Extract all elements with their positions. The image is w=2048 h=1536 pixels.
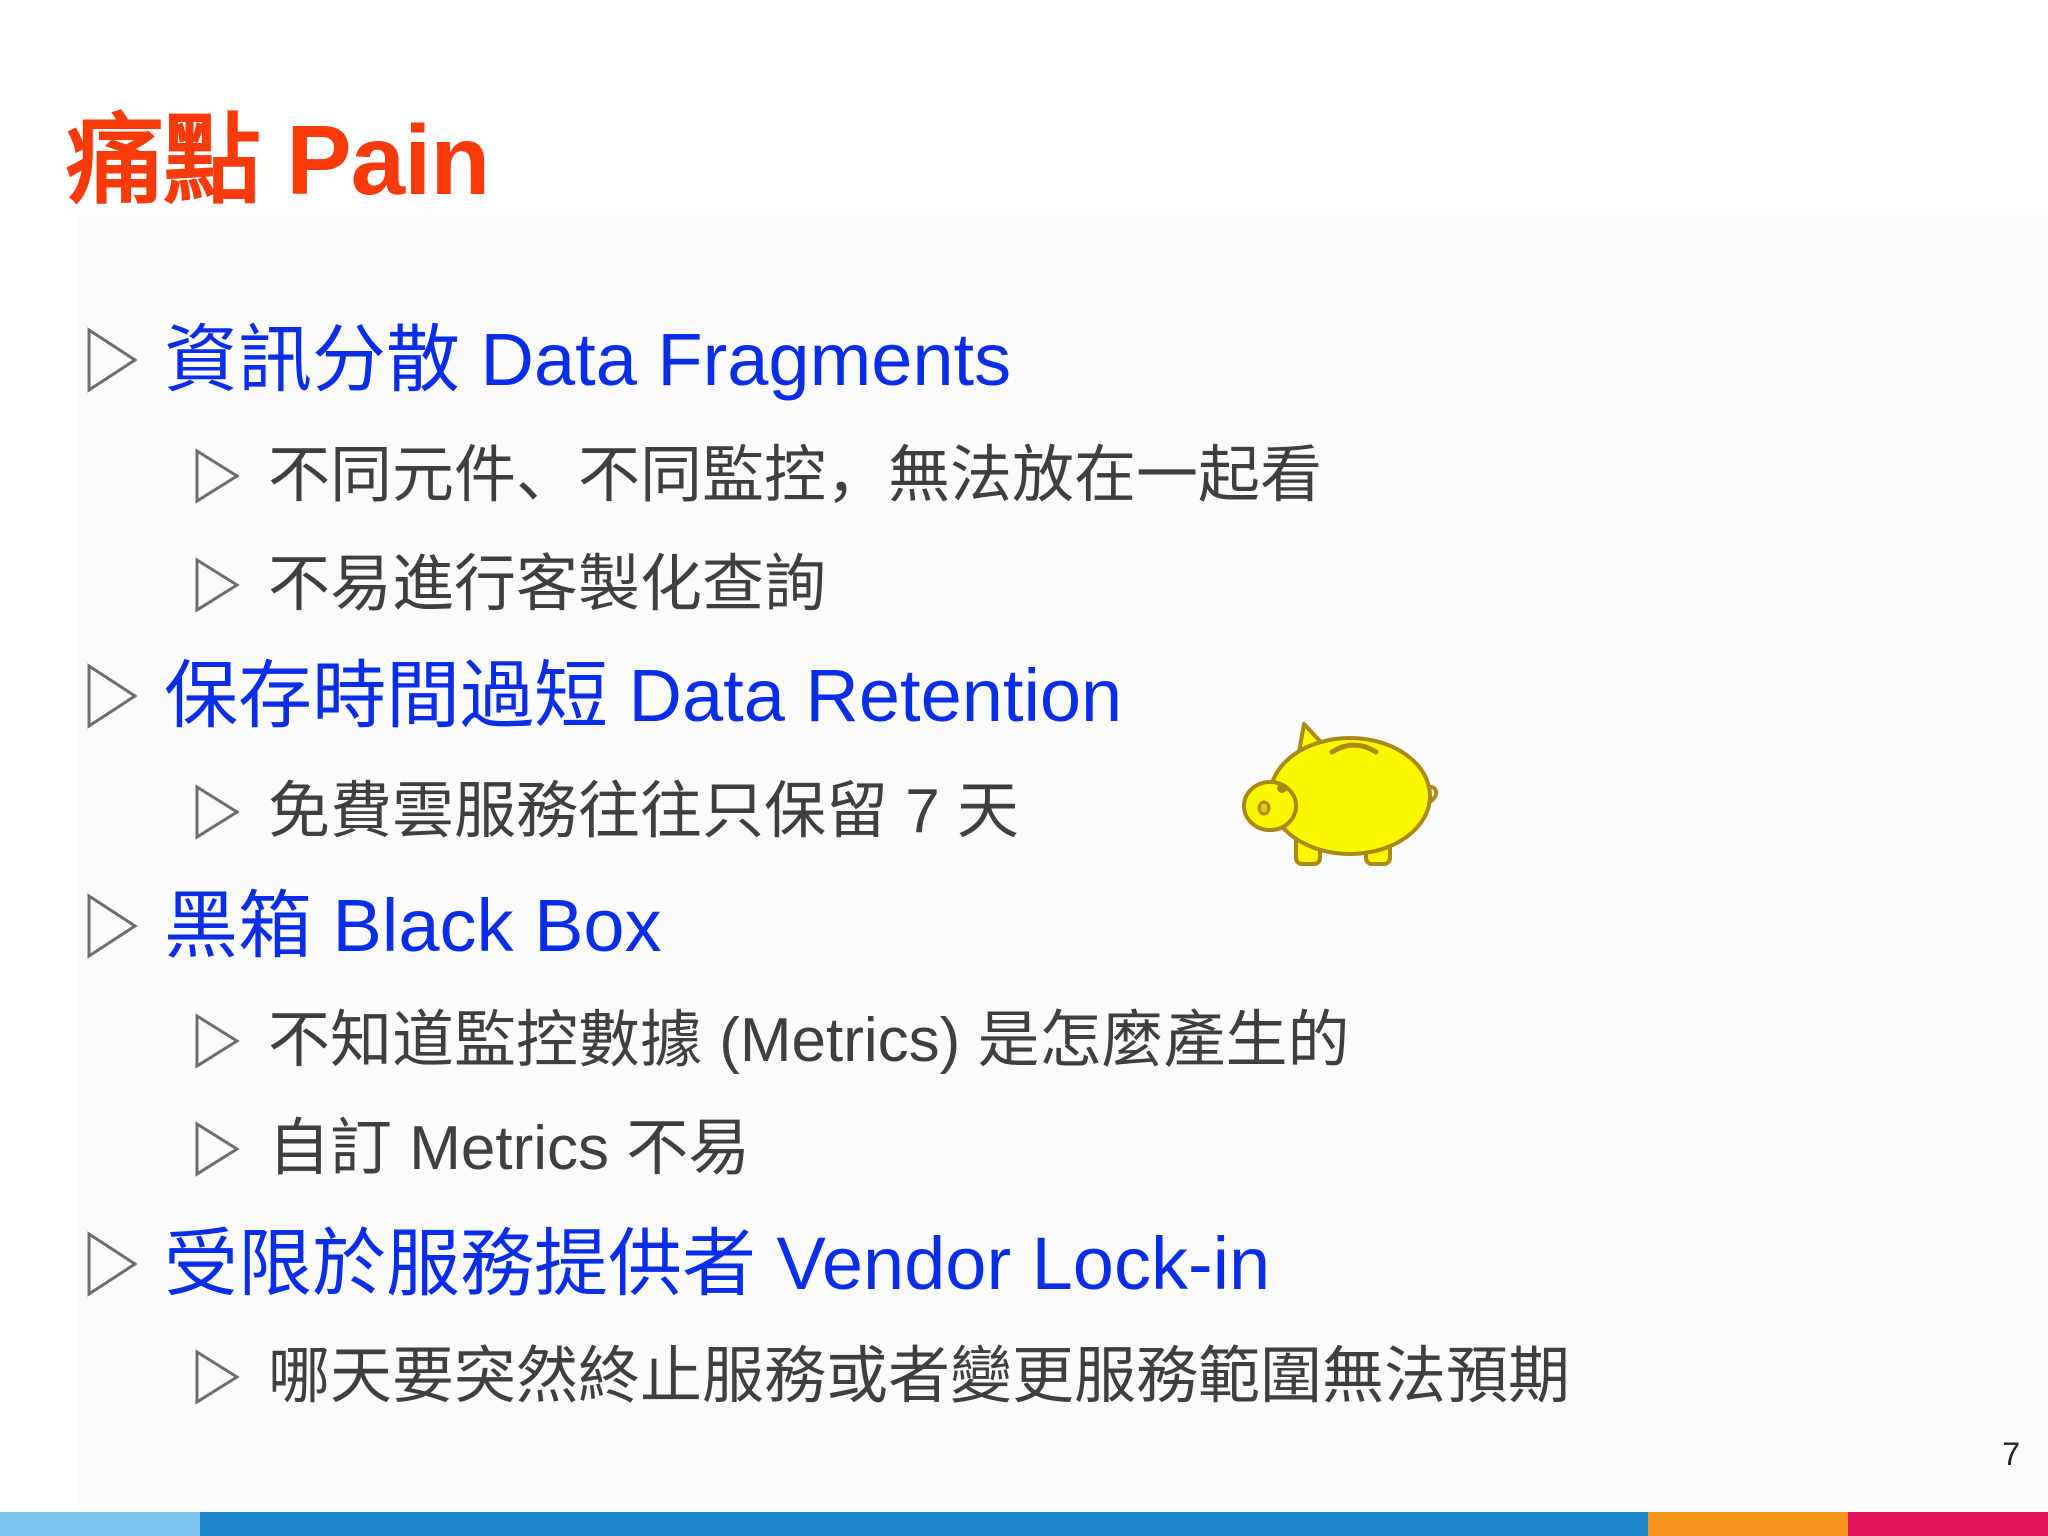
sub-bullet: 哪天要突然終止服務或者變更服務範圍無法預期 bbox=[194, 1337, 1570, 1417]
footer-segment bbox=[200, 1512, 1648, 1536]
footer-segment bbox=[1848, 1512, 2048, 1536]
triangle-bullet-icon bbox=[195, 784, 240, 840]
bullet-text: 黑箱 Black Box bbox=[164, 884, 662, 967]
triangle-bullet-icon bbox=[87, 327, 138, 393]
sub-bullet: 不知道監控數據 (Metrics) 是怎麼產生的 bbox=[194, 1001, 1350, 1081]
bullet-data-retention: 保存時間過短 Data Retention bbox=[86, 648, 1122, 744]
slide-title: 痛點 Pain bbox=[66, 105, 490, 215]
triangle-bullet-icon bbox=[195, 448, 240, 504]
bullet-text: 保存時間過短 Data Retention bbox=[164, 654, 1123, 737]
content-panel bbox=[78, 215, 2048, 1505]
bullet-black-box: 黑箱 Black Box bbox=[86, 878, 662, 974]
sub-bullet: 不易進行客製化查詢 bbox=[194, 545, 826, 625]
triangle-bullet-icon bbox=[195, 1013, 240, 1069]
footer-segment bbox=[1648, 1512, 1848, 1536]
footer-segment bbox=[0, 1512, 200, 1536]
sub-bullet: 自訂 Metrics 不易 bbox=[194, 1109, 750, 1189]
sub-bullet: 不同元件、不同監控，無法放在一起看 bbox=[194, 436, 1322, 516]
sub-bullet-text: 自訂 Metrics 不易 bbox=[268, 1114, 751, 1183]
sub-bullet-text: 不同元件、不同監控，無法放在一起看 bbox=[268, 441, 1323, 510]
footer-color-bar bbox=[0, 1512, 2048, 1536]
bullet-data-fragments: 資訊分散 Data Fragments bbox=[86, 312, 1011, 408]
sub-bullet-text: 不易進行客製化查詢 bbox=[268, 550, 827, 619]
triangle-bullet-icon bbox=[195, 1349, 240, 1405]
sub-bullet: 免費雲服務往往只保留 7 天 bbox=[194, 772, 1019, 852]
sub-bullet-text: 不知道監控數據 (Metrics) 是怎麼產生的 bbox=[268, 1006, 1350, 1075]
triangle-bullet-icon bbox=[195, 1121, 240, 1177]
page-number: 7 bbox=[2002, 1436, 2020, 1472]
triangle-bullet-icon bbox=[195, 557, 240, 613]
bullet-text: 受限於服務提供者 Vendor Lock-in bbox=[164, 1222, 1271, 1305]
sub-bullet-text: 免費雲服務往往只保留 7 天 bbox=[268, 777, 1019, 846]
sub-bullet-text: 哪天要突然終止服務或者變更服務範圍無法預期 bbox=[268, 1342, 1571, 1411]
bullet-vendor-lock-in: 受限於服務提供者 Vendor Lock-in bbox=[86, 1216, 1270, 1312]
triangle-bullet-icon bbox=[87, 663, 138, 729]
triangle-bullet-icon bbox=[87, 1231, 138, 1297]
triangle-bullet-icon bbox=[87, 893, 138, 959]
piggy-bank-icon bbox=[1242, 722, 1439, 866]
bullet-text: 資訊分散 Data Fragments bbox=[164, 318, 1012, 401]
